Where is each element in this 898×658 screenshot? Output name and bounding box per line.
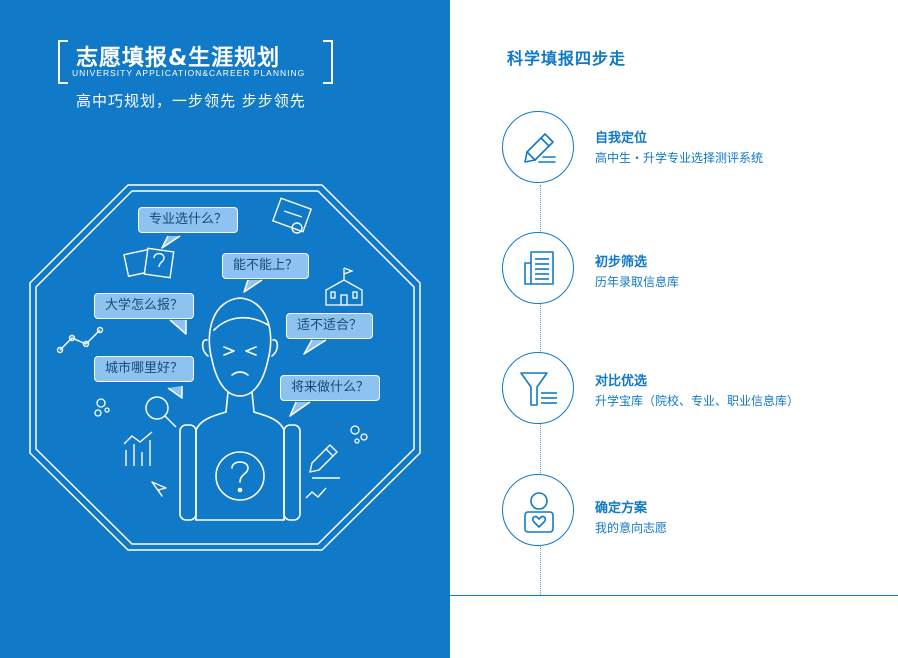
student-illustration [29, 184, 421, 551]
document-icon [524, 251, 554, 285]
line-chart-icon [56, 326, 104, 354]
bubble-admission: 能不能上？ [222, 253, 310, 279]
pencil-icon [524, 133, 556, 163]
octagon-outer [29, 184, 421, 551]
step-3-desc: 升学宝库（院校、专业、职业信息库） [595, 394, 800, 408]
bubble-apply: 大学怎么报？ [94, 293, 195, 319]
bubble-future: 将来做什么？ [280, 375, 381, 401]
step-1-title: 自我定位 [595, 131, 648, 146]
right-panel [450, 0, 898, 658]
title-bracket-left [58, 40, 68, 84]
step-3-title: 对比优选 [595, 374, 648, 389]
left-panel: 志愿填报&生涯规划 UNIVERSITY APPLICATION&CAREER … [0, 0, 450, 658]
slogan: 高中巧规划，一步领先 步步领先 [76, 92, 306, 110]
magnifier-icon [145, 396, 177, 428]
steps-title: 科学填报四步走 [507, 49, 627, 68]
main-title-english: UNIVERSITY APPLICATION&CAREER PLANNING [72, 68, 306, 78]
bar-chart-icon [123, 431, 153, 466]
bubble-suitable: 适不适合？ [286, 313, 374, 339]
octagon-inner [35, 190, 415, 545]
step-1-desc: 高中生・升学专业选择测评系统 [595, 151, 764, 165]
bubble-major: 专业选什么？ [138, 207, 239, 233]
step-1-circle [502, 111, 574, 183]
pen-icon [309, 444, 340, 479]
step-3-circle [502, 352, 574, 424]
dots-icon [94, 398, 368, 444]
school-building-icon [325, 267, 363, 306]
step-2-desc: 历年录取信息库 [595, 275, 680, 289]
main-title: 志愿填报&生涯规划 [76, 46, 281, 71]
bubble-tails [161, 235, 327, 417]
title-bracket-right [323, 40, 333, 84]
person-figure [179, 297, 301, 521]
step-2-title: 初步筛选 [595, 255, 648, 270]
question-cards-icon [123, 247, 175, 279]
bubble-city: 城市哪里好？ [94, 356, 195, 382]
funnel-icon [520, 372, 557, 406]
step-2-circle [502, 232, 574, 304]
cursor-icon [151, 481, 167, 497]
step-4-circle [502, 474, 574, 546]
certificate-icon [271, 197, 313, 234]
person-heart-icon [524, 492, 554, 533]
bottom-line [450, 595, 898, 596]
step-4-desc: 我的意向志愿 [595, 521, 668, 535]
step-4-title: 确定方案 [595, 501, 648, 516]
zigzag-icon [305, 487, 327, 499]
